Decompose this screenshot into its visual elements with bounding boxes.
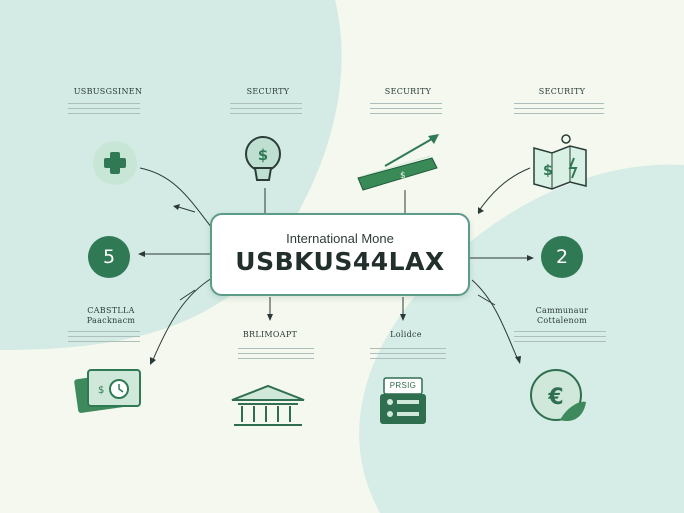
- number-badge-right: 2: [541, 236, 583, 278]
- center-node: International Mone USBKUS44LAX: [210, 213, 470, 296]
- number-badge-left: 5: [88, 236, 130, 278]
- svg-text:$: $: [98, 385, 104, 396]
- pos-terminal-label: PRSIG: [389, 381, 417, 390]
- pos-terminal-icon: [380, 377, 426, 424]
- background-blob-right: [359, 164, 684, 513]
- lightbulb-dollar-icon: $: [245, 136, 281, 181]
- connector-bottom-right-branch: [477, 294, 496, 306]
- arrowhead-bottom-mid-right: [400, 314, 406, 321]
- connector-top-left: [139, 167, 213, 229]
- bottom-label-left-1: CABSTLLA: [87, 306, 135, 315]
- arrowhead-left: [138, 251, 145, 257]
- arrowhead-right: [527, 255, 534, 261]
- bottom-label-mid-right: Lolidce: [390, 330, 422, 339]
- center-subtitle: International Mone: [286, 231, 394, 246]
- text-lines-1: [68, 103, 140, 117]
- top-label-1: USBUSGSINEN: [73, 87, 143, 96]
- arrowhead-top-right: [478, 207, 484, 214]
- top-label-3: SECURITY: [384, 87, 432, 96]
- arrowhead-bottom-mid-left: [267, 314, 273, 321]
- svg-text:€: €: [547, 385, 563, 410]
- text-lines-2: [230, 103, 302, 117]
- connector-bottom-left: [151, 277, 213, 363]
- euro-coin-icon: €: [530, 369, 586, 422]
- connector-bottom-left-branch: [179, 289, 196, 301]
- text-lines-6: [238, 348, 314, 362]
- map-dollar-icon: $: [533, 134, 587, 190]
- arrowhead-bottom-left: [150, 357, 156, 365]
- swift-code-title: USBKUS44LAX: [235, 247, 445, 276]
- connector-top-right: [477, 167, 531, 213]
- svg-text:$: $: [543, 163, 553, 179]
- arrowhead-bottom-right: [515, 356, 521, 364]
- text-lines-3: [370, 103, 442, 117]
- background-blob-left: [0, 0, 342, 350]
- text-lines-4: [514, 103, 604, 117]
- bottom-label-left-2: Paacknacm: [86, 316, 136, 325]
- bottom-label-right-1: Cammunaur: [535, 306, 589, 315]
- top-label-4: SECURITY: [538, 87, 586, 96]
- text-lines-7: [370, 348, 446, 362]
- money-arrow-up-icon: $: [357, 134, 439, 191]
- bottom-label-mid-left: BRLIMOAPT: [242, 330, 298, 339]
- plus-circle-icon: [93, 141, 137, 185]
- svg-text:$: $: [258, 146, 268, 164]
- cash-clock-icon: $: [74, 369, 141, 413]
- bottom-label-right-2: Cottalenom: [537, 316, 587, 325]
- text-lines-5: [68, 331, 140, 345]
- svg-text:$: $: [400, 171, 406, 181]
- connector-bottom-right: [471, 279, 519, 361]
- arrowhead-top-left: [173, 204, 180, 210]
- text-lines-8: [514, 331, 606, 345]
- top-label-2: SECURTY: [246, 87, 290, 96]
- bank-icon: [231, 384, 305, 426]
